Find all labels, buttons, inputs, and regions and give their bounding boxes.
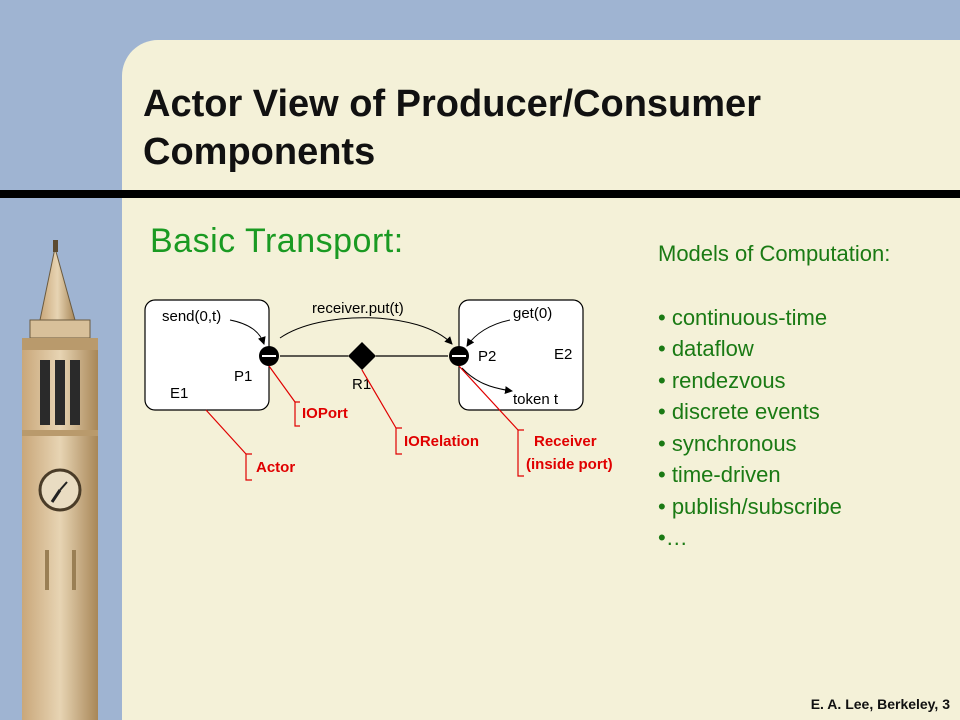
send-arrow xyxy=(229,319,266,345)
callout-receiver xyxy=(458,365,524,477)
label-e2: E2 xyxy=(554,346,572,363)
relation-r1-diamond-icon xyxy=(348,342,376,370)
list-item: • time-driven xyxy=(658,462,781,487)
port-p1-icon xyxy=(259,346,279,366)
models-list: • continuous-time • dataflow • rendezvou… xyxy=(658,302,948,554)
label-token: token t xyxy=(513,391,559,408)
label-e1: E1 xyxy=(170,385,188,402)
list-item: • dataflow xyxy=(658,336,754,361)
label-get: get(0) xyxy=(513,305,552,322)
label-send: send(0,t) xyxy=(162,308,221,325)
models-heading: Models of Computation: xyxy=(658,241,891,266)
list-item: • synchronous xyxy=(658,430,797,456)
port-p2-icon xyxy=(449,346,469,366)
list-item: • rendezvous xyxy=(658,367,786,393)
get-arrow xyxy=(466,319,511,347)
callout-ioport xyxy=(268,365,300,427)
token-arrow xyxy=(461,367,513,395)
slide-footer: E. A. Lee, Berkeley, 3 xyxy=(810,696,950,712)
producer-consumer-diagram: send(0,t) receiver.put(t) get(0) E1 P1 R… xyxy=(144,299,613,481)
callout-receiver-label-2: (inside port) xyxy=(526,456,613,473)
put-arrow xyxy=(279,317,453,345)
label-p1: P1 xyxy=(234,368,252,385)
list-item: • discrete events xyxy=(658,399,820,424)
title-divider xyxy=(0,190,960,198)
basic-transport-heading: Basic Transport: xyxy=(150,222,404,260)
models-of-computation: Models of Computation: • continuous-time… xyxy=(658,238,948,554)
callout-actor xyxy=(205,409,252,481)
callout-iorelation-label: IORelation xyxy=(404,433,479,450)
slide-title: Actor View of Producer/Consumer Componen… xyxy=(143,83,761,173)
callout-ioport-label: IOPort xyxy=(302,405,348,422)
callout-iorelation xyxy=(361,369,402,455)
callout-receiver-label-1: Receiver xyxy=(534,433,597,450)
label-r1: R1 xyxy=(352,376,371,393)
label-p2: P2 xyxy=(478,348,496,365)
label-put: receiver.put(t) xyxy=(312,300,404,317)
callout-actor-label: Actor xyxy=(256,459,295,476)
list-item: • continuous-time xyxy=(658,304,828,330)
list-item: •… xyxy=(658,525,688,550)
list-item: • publish/subscribe xyxy=(658,493,842,519)
campanile-tower-image xyxy=(22,240,98,720)
